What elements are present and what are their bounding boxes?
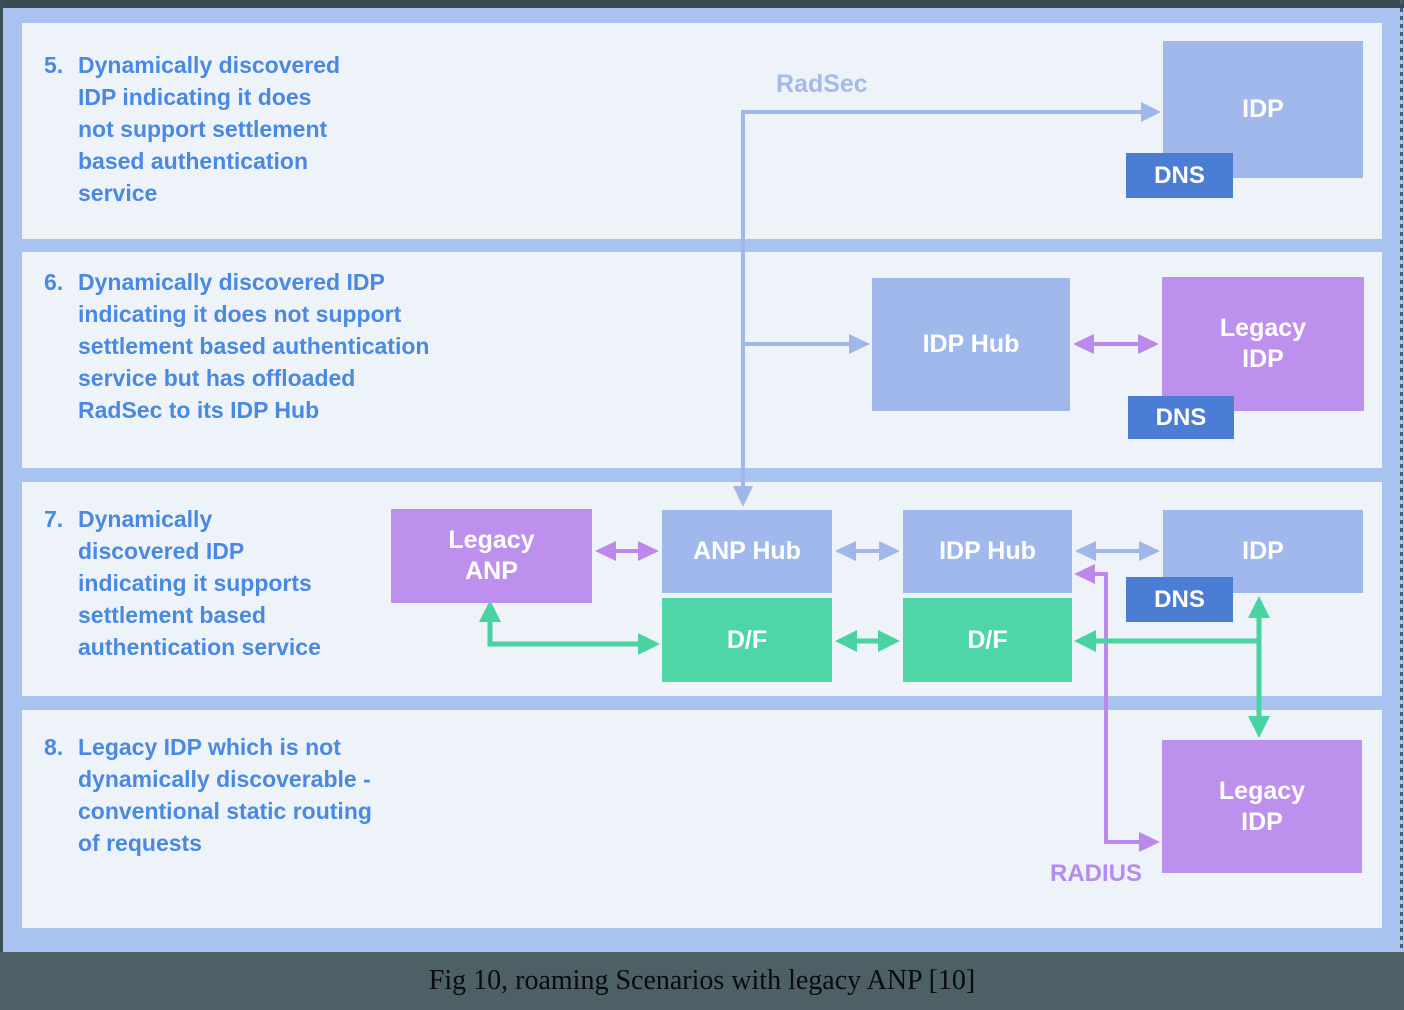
dns-node-p2: DNS <box>1128 396 1234 439</box>
radsec-connector <box>733 102 1161 507</box>
df-node-right: D/F <box>903 598 1072 682</box>
scenario-7-description: 7. Dynamically discovered IDP indicating… <box>44 503 321 663</box>
caption-band: Fig 10, roaming Scenarios with legacy AN… <box>0 952 1404 1010</box>
arrowhead-into-idp-hub-p3 <box>1074 564 1095 584</box>
radsec-label: RadSec <box>776 70 868 98</box>
dns-node-p3: DNS <box>1126 577 1233 622</box>
legacy-idp-node-p4: Legacy IDP <box>1162 740 1362 873</box>
df-df-arrow <box>835 630 900 652</box>
idp-hub-node-p3: IDP Hub <box>903 510 1072 593</box>
legacy-idp-node-p2: Legacy IDP <box>1162 277 1364 411</box>
scenario-5-number: 5. <box>44 52 64 78</box>
arrowhead-into-df-right <box>1074 630 1096 652</box>
legacy-anp-node: Legacy ANP <box>391 509 592 603</box>
scenario-7-number: 7. <box>44 506 64 532</box>
arrowhead-into-idp-p1 <box>1141 102 1161 122</box>
arrowhead-into-idp-p3 <box>1248 596 1270 618</box>
arrowhead-into-legacy-idp-top <box>1248 716 1270 738</box>
arrowhead-into-idp-hub-p2 <box>849 334 870 354</box>
idp-legacy-idp-connector <box>1074 596 1270 738</box>
scenario-8-description: 8. Legacy IDP which is not dynamically d… <box>44 731 372 859</box>
scenario-8-text: Legacy IDP which is not dynamically disc… <box>78 734 372 856</box>
scenario-5-description: 5. Dynamically discovered IDP indicating… <box>44 49 340 209</box>
idp-hub-idp-arrow <box>1075 541 1160 561</box>
radius-label: RADIUS <box>1049 860 1142 887</box>
scenario-6-number: 6. <box>44 269 64 295</box>
radius-connector <box>1074 564 1160 852</box>
arrowhead-into-anp-hub <box>733 486 753 507</box>
anp-hub-node: ANP Hub <box>662 510 832 593</box>
arrowhead-into-legacy-idp-p4 <box>1139 832 1160 852</box>
scenario-5-panel <box>22 23 1382 239</box>
scenario-6-text: Dynamically discovered IDP indicating it… <box>78 269 430 423</box>
dns-node-p1: DNS <box>1126 153 1233 198</box>
df-node-left: D/F <box>662 598 832 682</box>
idp-hub-node-p2: IDP Hub <box>872 278 1070 411</box>
legacy-anp-df-connector <box>479 600 660 655</box>
idp-hub-legacy-idp-arrow <box>1073 334 1159 354</box>
left-border <box>0 0 3 952</box>
scenario-8-panel <box>22 710 1382 928</box>
top-border <box>0 0 1404 8</box>
legacy-anp-anp-hub-arrow <box>595 541 659 561</box>
scenario-5-text: Dynamically discovered IDP indicating it… <box>78 52 341 206</box>
scenario-8-number: 8. <box>44 734 64 760</box>
figure-caption: Fig 10, roaming Scenarios with legacy AN… <box>428 965 976 996</box>
right-dotted-border <box>1400 0 1403 952</box>
anp-hub-idp-hub-arrow <box>835 541 900 561</box>
scenario-7-text: Dynamically discovered IDP indicating it… <box>78 506 321 660</box>
scenario-6-description: 6. Dynamically discovered IDP indicating… <box>44 266 429 426</box>
